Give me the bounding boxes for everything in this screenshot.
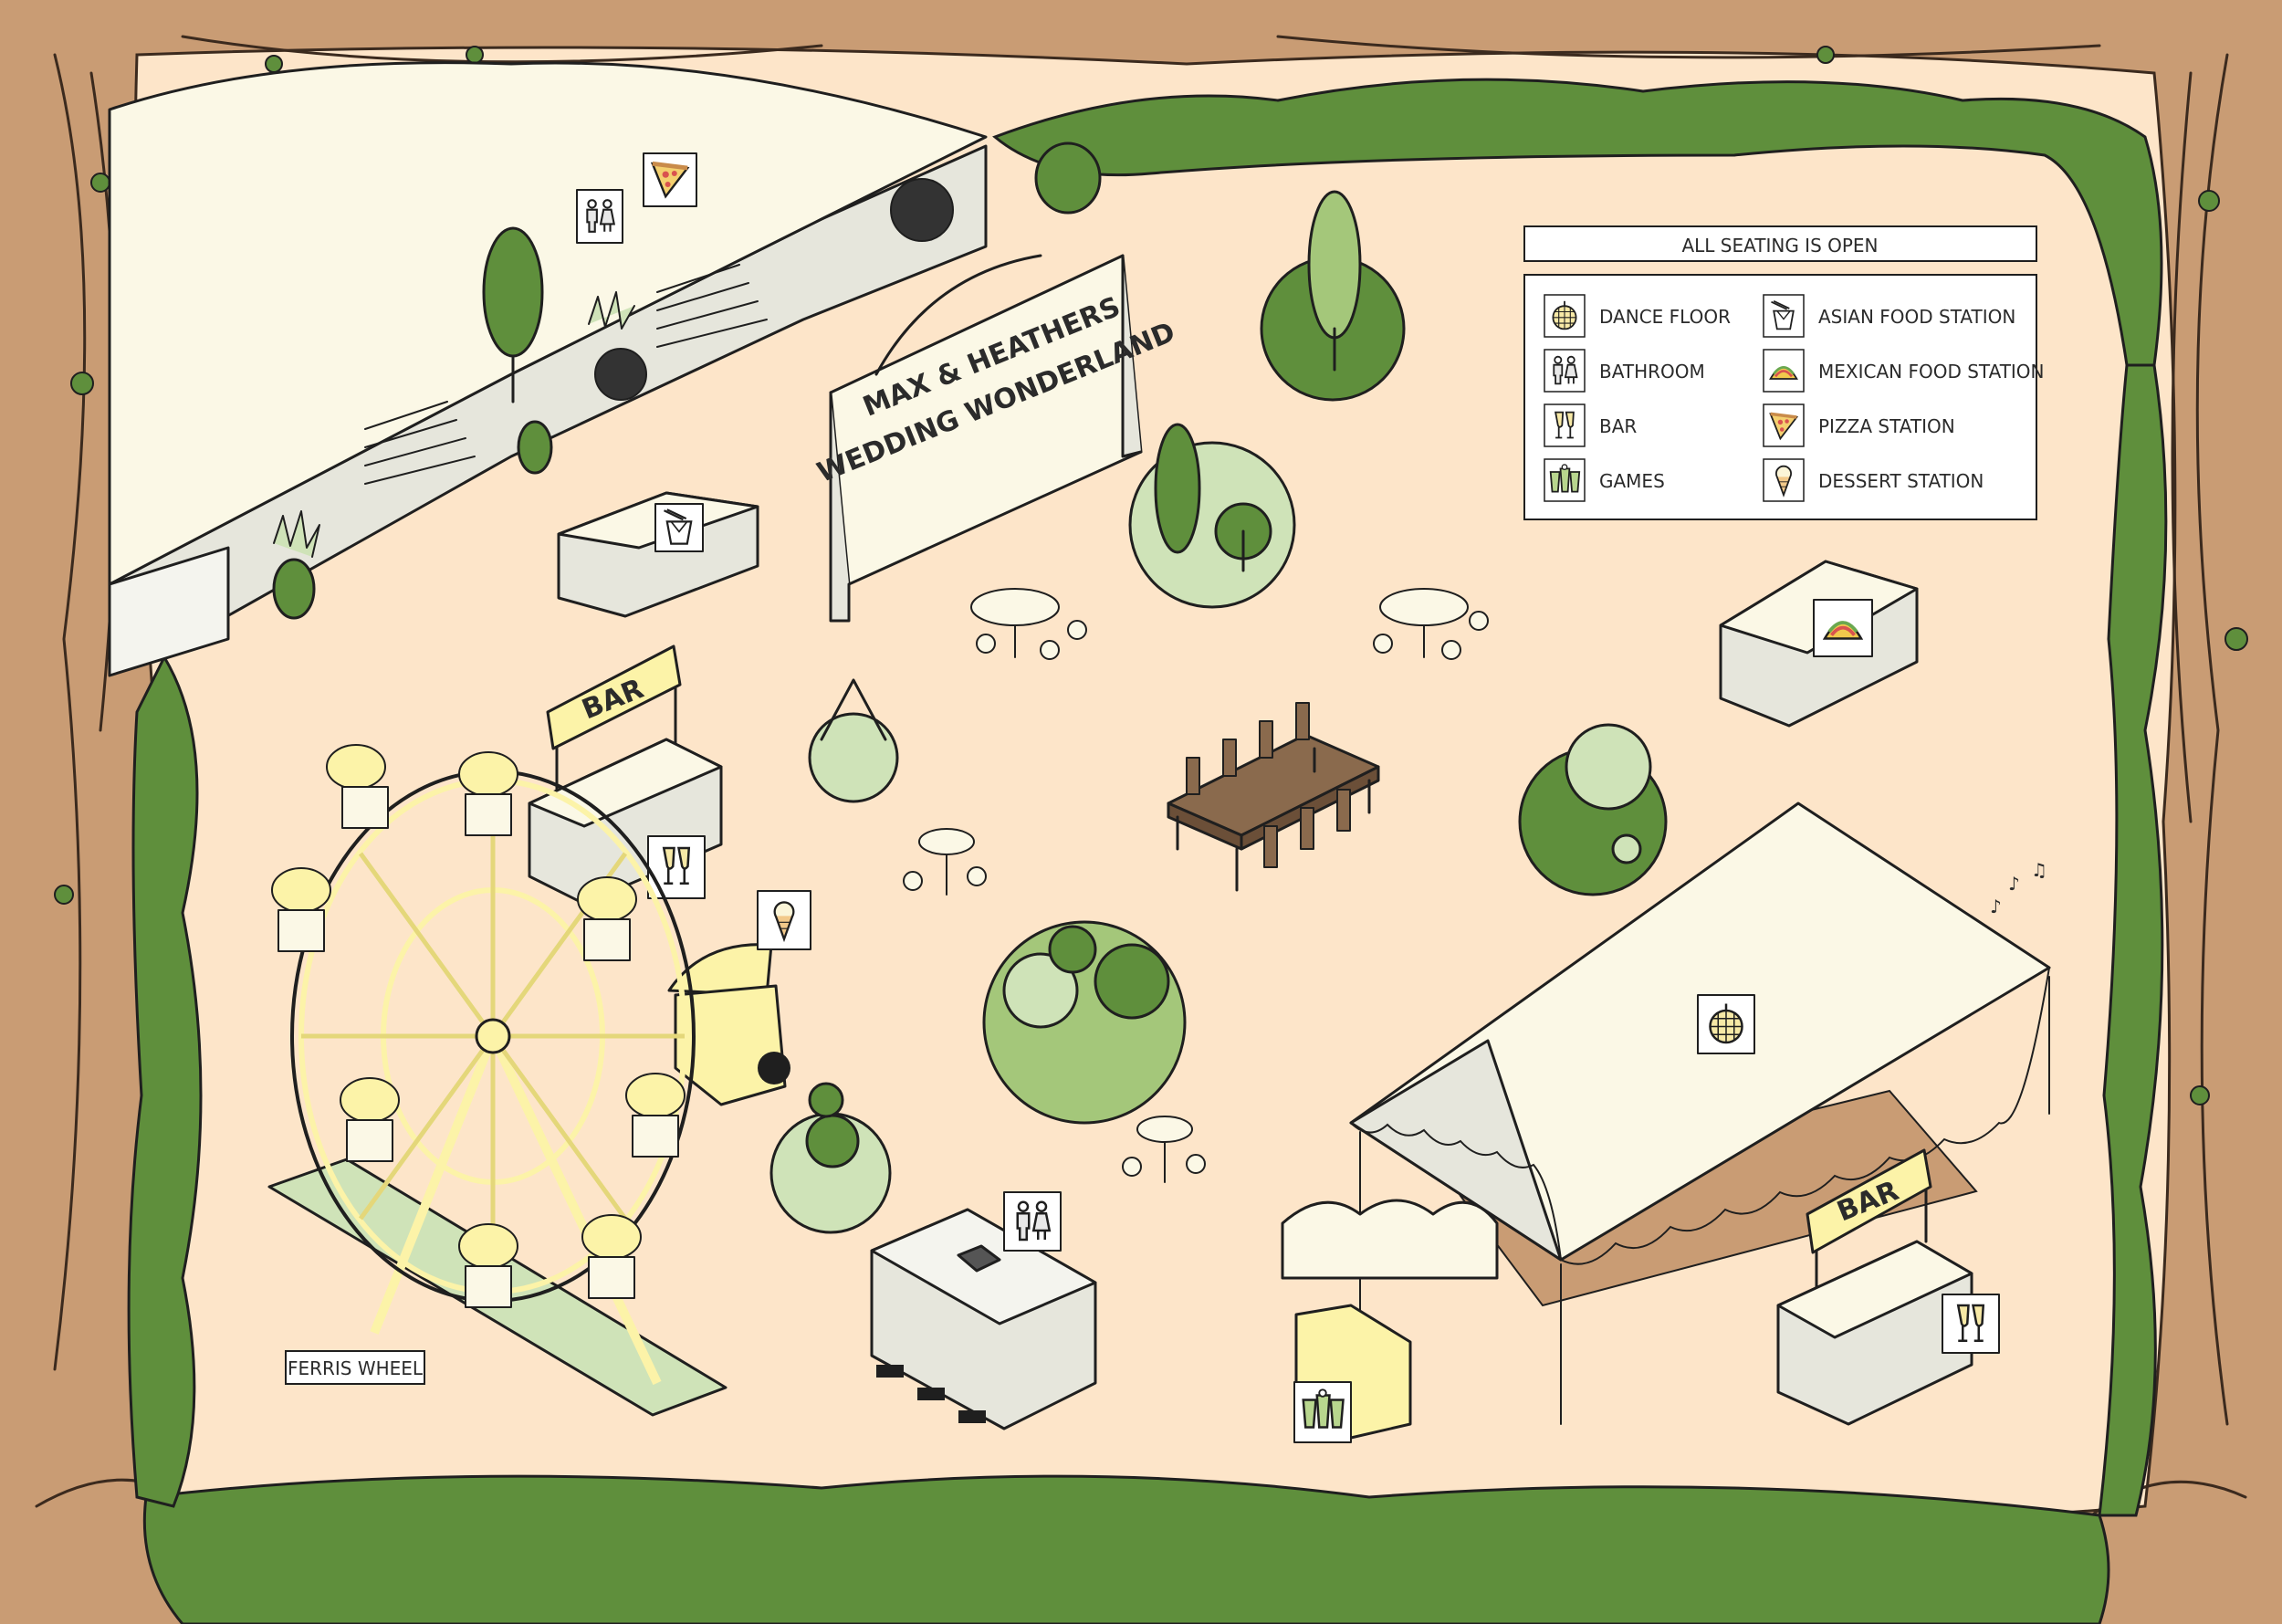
legend-label: MEXICAN FOOD STATION bbox=[1818, 361, 2045, 382]
leaf-clusters bbox=[54, 46, 2248, 1105]
tree-groups bbox=[769, 190, 1668, 1234]
legend-label: PIZZA STATION bbox=[1818, 415, 1955, 437]
asian-food-station bbox=[557, 491, 759, 618]
legend-label: DESSERT STATION bbox=[1818, 470, 1984, 492]
restroom-trailer bbox=[870, 1191, 1097, 1430]
legend-item: PIZZA STATION bbox=[1763, 403, 1955, 447]
svg-text:♪: ♪ bbox=[1990, 896, 2002, 917]
legend-label: GAMES bbox=[1599, 470, 1665, 492]
legend-panel: ALL SEATING IS OPEN DANCE FLOOR ASIAN FOO… bbox=[1523, 225, 2045, 520]
games-booth bbox=[1281, 1199, 1499, 1443]
svg-text:♫: ♫ bbox=[2031, 859, 2047, 881]
legend-label: DANCE FLOOR bbox=[1599, 306, 1731, 328]
long-table bbox=[1167, 702, 1380, 892]
dessert-cart bbox=[667, 890, 811, 1106]
foliage-border bbox=[127, 78, 2168, 1624]
cafe-tables bbox=[903, 588, 1489, 1183]
wall-icons bbox=[576, 152, 697, 244]
legend-label: BAR bbox=[1599, 415, 1637, 437]
legend-item: MEXICAN FOOD STATION bbox=[1763, 349, 2045, 393]
legend-item: BATHROOM bbox=[1544, 349, 1705, 393]
legend-item: DESSERT STATION bbox=[1763, 458, 1984, 502]
stone-steps bbox=[108, 61, 1102, 677]
legend-item: DANCE FLOOR bbox=[1544, 294, 1731, 338]
mexican-food-station bbox=[1719, 560, 1919, 728]
ferris-wheel bbox=[267, 744, 728, 1417]
svg-text:♪: ♪ bbox=[2008, 873, 2020, 895]
ferris-wheel-label: FERRIS WHEEL bbox=[285, 1350, 425, 1385]
bar-right: BAR bbox=[1776, 1148, 2000, 1426]
seating-note: ALL SEATING IS OPEN bbox=[1681, 235, 1878, 257]
legend-item: BAR bbox=[1544, 403, 1637, 447]
legend-item: ASIAN FOOD STATION bbox=[1763, 294, 2015, 338]
ferris-wheel-text: FERRIS WHEEL bbox=[288, 1357, 424, 1379]
legend-label: ASIAN FOOD STATION bbox=[1818, 306, 2015, 328]
legend-item: GAMES bbox=[1544, 458, 1665, 502]
legend-label: BATHROOM bbox=[1599, 361, 1705, 382]
